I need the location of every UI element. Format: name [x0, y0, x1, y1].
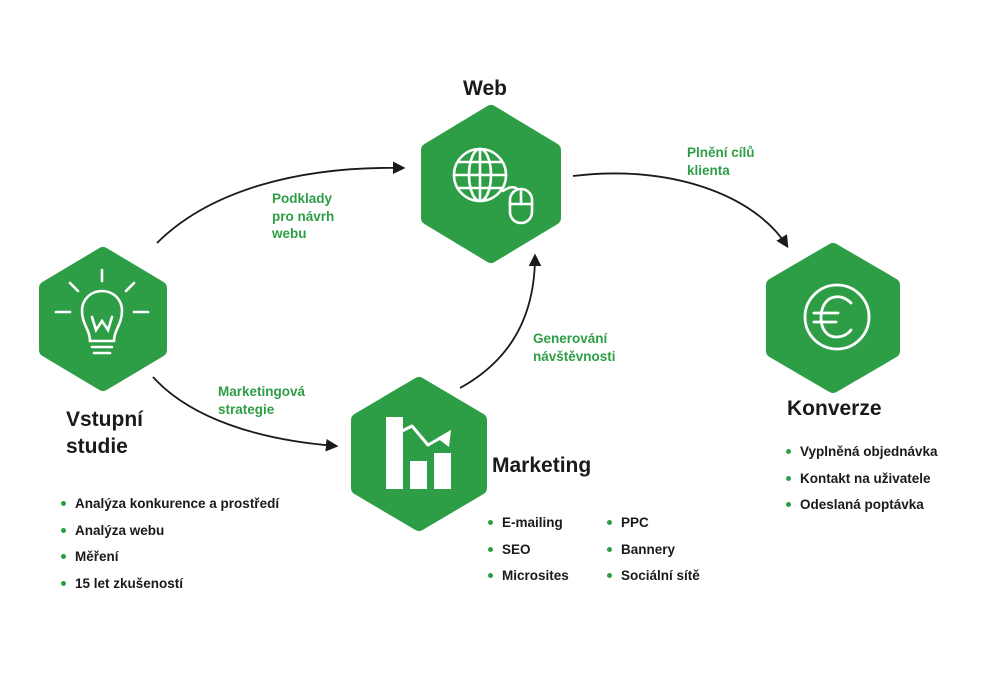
arrow-study-to-web: [156, 161, 406, 244]
globe-mouse-icon: [452, 147, 534, 225]
marketing-bullet-list-left: E-mailing SEO Microsites: [487, 514, 569, 594]
edge-label-study-to-web: Podklady pro návrh webu: [272, 191, 335, 242]
list-item: Kontakt na uživatele: [785, 470, 938, 497]
list-item: Měření: [60, 548, 279, 575]
arrow-web-to-conversion: [572, 172, 789, 249]
conversion-title: Konverze: [787, 397, 882, 420]
marketing-node: [351, 377, 487, 531]
edge-label-marketing-to-web: Generování návštěvnosti: [533, 331, 616, 364]
study-bullet-list: Analýza konkurence a prostředí Analýza w…: [60, 495, 279, 601]
edge-label-study-to-marketing: Marketingová strategie: [218, 384, 306, 417]
list-item: PPC: [606, 514, 700, 541]
list-item: SEO: [487, 541, 569, 568]
marketing-title: Marketing: [492, 454, 592, 477]
list-item: Bannery: [606, 541, 700, 568]
list-item: E-mailing: [487, 514, 569, 541]
lightbulb-icon: [54, 268, 150, 355]
list-item: Odeslaná poptávka: [785, 496, 938, 523]
list-item: Vyplněná objednávka: [785, 443, 938, 470]
edge-label-web-to-conversion: Plnění cílů klienta: [687, 145, 755, 178]
conversion-bullet-list: Vyplněná objednávka Kontakt na uživatele…: [785, 443, 938, 523]
web-node: [421, 105, 561, 263]
web-title: Web: [463, 77, 507, 100]
study-node: [39, 247, 167, 391]
list-item: 15 let zkušeností: [60, 575, 279, 602]
euro-icon: [803, 283, 871, 351]
list-item: Sociální sítě: [606, 567, 700, 594]
list-item: Analýza konkurence a prostředí: [60, 495, 279, 522]
marketing-bullet-list-right: PPC Bannery Sociální sítě: [606, 514, 700, 594]
arrow-study-to-marketing: [152, 376, 339, 452]
arrow-marketing-to-web: [459, 253, 542, 389]
list-item: Analýza webu: [60, 522, 279, 549]
study-title: Vstupní studie: [66, 408, 143, 459]
growth-chart-icon: [386, 417, 451, 489]
list-item: Microsites: [487, 567, 569, 594]
conversion-node: [766, 243, 900, 393]
